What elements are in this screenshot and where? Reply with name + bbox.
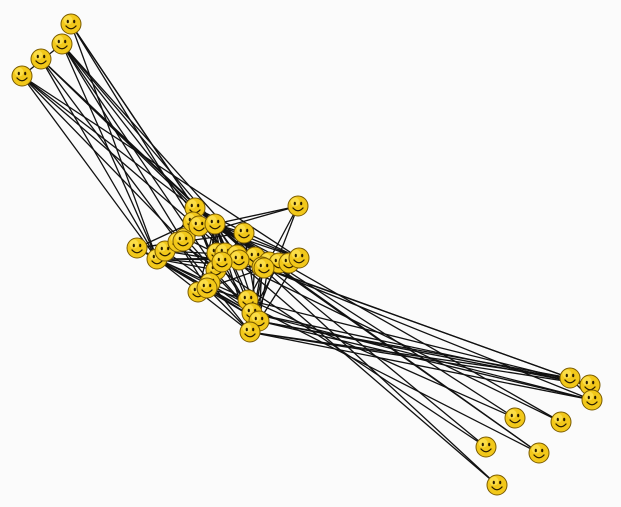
graph-edge (21, 75, 216, 225)
smiley-face-icon[interactable] (486, 474, 508, 496)
graph-edge (251, 312, 593, 401)
smiley-face-icon[interactable] (475, 436, 497, 458)
graph-edge (258, 320, 591, 386)
smiley-face-icon[interactable] (60, 13, 82, 35)
smiley-face-icon[interactable] (239, 321, 261, 343)
smiley-face-icon[interactable] (30, 48, 52, 70)
graph-edge (247, 299, 591, 386)
smiley-face-icon[interactable] (172, 230, 194, 252)
graph-edge (136, 247, 540, 454)
graph-edge (214, 205, 299, 225)
graph-edge (70, 23, 196, 209)
smiley-face-icon[interactable] (288, 247, 310, 269)
smiley-face-icon[interactable] (581, 389, 603, 411)
smiley-face-icon[interactable] (204, 213, 226, 235)
graph-edge (70, 23, 158, 260)
smiley-face-icon[interactable] (51, 33, 73, 55)
graph-edge (251, 312, 591, 386)
smiley-face-icon[interactable] (126, 237, 148, 259)
graph-edge (61, 43, 216, 225)
smiley-face-icon[interactable] (559, 367, 581, 389)
graph-edge (40, 58, 158, 260)
graph-edge (263, 267, 593, 401)
smiley-face-icon[interactable] (528, 442, 550, 464)
graph-edge (21, 75, 498, 486)
smiley-face-icon[interactable] (211, 251, 233, 273)
smiley-face-icon[interactable] (550, 411, 572, 433)
graph-edge (249, 331, 591, 386)
smiley-face-icon[interactable] (253, 257, 275, 279)
smiley-face-icon[interactable] (504, 407, 526, 429)
graph-edge (184, 237, 562, 423)
graph-edge (263, 267, 571, 379)
graph-edge (61, 43, 184, 242)
nodes-layer (11, 13, 603, 496)
graph-edge (61, 43, 263, 268)
smiley-face-icon[interactable] (11, 65, 33, 87)
smiley-face-icon[interactable] (228, 249, 250, 271)
smiley-face-icon[interactable] (196, 277, 218, 299)
graph-edge (249, 331, 593, 401)
smiley-face-icon[interactable] (233, 222, 255, 244)
graph-edge (21, 75, 300, 259)
graph-edge (21, 75, 158, 260)
graph-edge (177, 241, 487, 448)
smiley-face-icon[interactable] (287, 195, 309, 217)
